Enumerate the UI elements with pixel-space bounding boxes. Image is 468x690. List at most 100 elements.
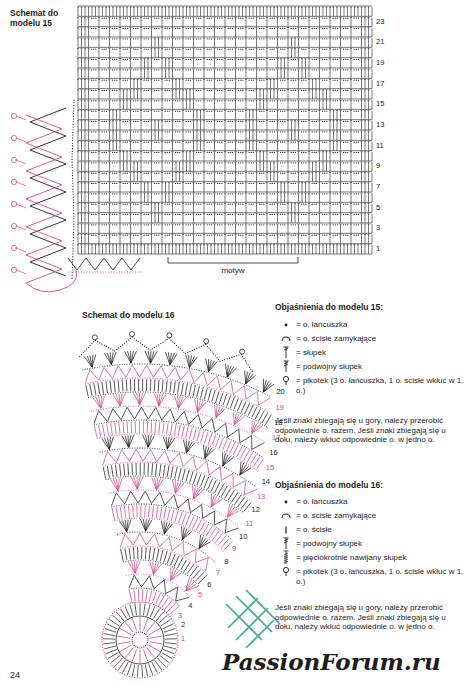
row-base xyxy=(94,420,262,457)
row-base xyxy=(106,476,244,513)
row-number: 1 xyxy=(181,634,185,643)
legend-text: = o. łańcuszka xyxy=(296,497,464,507)
top-arches xyxy=(80,337,254,373)
doily-chart xyxy=(80,332,274,678)
row-number: 17 xyxy=(376,79,384,88)
stitch-symbol xyxy=(285,501,288,504)
row-number: 14 xyxy=(262,477,270,486)
row-base xyxy=(120,546,208,575)
row-number: 11 xyxy=(376,141,384,150)
centre-ring xyxy=(116,616,164,664)
legend-text: = podwójny słupek xyxy=(296,539,464,549)
stitch-grid xyxy=(77,6,372,254)
treble-symbol xyxy=(284,361,289,372)
legend-heading: Objaśnienia do modelu 15: xyxy=(275,302,460,312)
row-number: 19 xyxy=(376,58,384,67)
row-number: 3 xyxy=(376,223,380,232)
row-number: 2 xyxy=(181,620,185,629)
note-text: Jeśli znaki zbiegają się u góry, należy … xyxy=(275,416,463,445)
row-number: 8 xyxy=(224,557,228,566)
chain-symbol xyxy=(285,324,288,327)
row-stitches xyxy=(84,351,274,392)
repeat-label: motyw xyxy=(205,266,261,276)
stitch-symbol xyxy=(283,567,288,576)
row-number: 16 xyxy=(269,448,277,457)
centre-ring xyxy=(102,602,178,678)
repeat-bracket xyxy=(168,257,298,263)
picot-stem xyxy=(17,204,26,208)
row-base xyxy=(118,532,217,564)
centre-ring xyxy=(132,632,148,648)
row-number: 20 xyxy=(276,387,284,396)
picot xyxy=(11,201,16,206)
picot xyxy=(240,349,245,354)
legend-text: = o. łańcuszka xyxy=(296,320,464,330)
row-number: 6 xyxy=(207,580,211,589)
picot-stem xyxy=(286,573,287,576)
legend-text: = pikotek (3 o. łańcuszka, 1 o. ścisłe w… xyxy=(296,567,464,586)
row-stitches xyxy=(85,365,270,405)
row-stitches xyxy=(119,519,210,548)
row-base xyxy=(109,490,238,526)
edging-chain xyxy=(72,100,74,280)
row-number: 9 xyxy=(232,544,236,553)
picot xyxy=(204,339,209,344)
centre-stitches xyxy=(117,617,162,663)
quintuple-treble-symbol xyxy=(284,551,289,564)
row-base xyxy=(115,518,225,552)
row-base xyxy=(88,392,267,427)
picot xyxy=(129,332,134,337)
row-stitches xyxy=(102,435,252,475)
slip-stitch-symbol xyxy=(282,514,290,518)
picot xyxy=(167,333,172,338)
row-number: 5 xyxy=(198,590,202,599)
row-stitches xyxy=(94,407,264,449)
row-number: 13 xyxy=(376,120,384,129)
row-base xyxy=(100,448,254,486)
row-number: 15 xyxy=(376,99,384,108)
centre-stitches xyxy=(103,603,177,677)
row-stitches xyxy=(129,589,178,614)
legend-heading: Objaśnienia do modelu 16: xyxy=(275,480,460,490)
stitch-symbol xyxy=(284,361,289,372)
row-number: 5 xyxy=(376,203,380,212)
row-number: 21 xyxy=(376,37,384,46)
stitch-symbol xyxy=(283,376,288,385)
legend-text: = pikotek (3 o. łańcuszka, 1 o. ścisłe w… xyxy=(296,376,464,395)
row-number: 7 xyxy=(216,568,220,577)
stitch-symbol xyxy=(284,347,289,358)
legend-text: = słupek xyxy=(296,348,464,358)
picot xyxy=(11,267,16,272)
stitch-symbol xyxy=(284,551,289,564)
picot xyxy=(92,335,97,340)
row-number: 4 xyxy=(188,601,192,610)
edging-zigzag xyxy=(26,115,62,283)
legend-text: = o. ścisłe zamykające xyxy=(296,511,464,521)
legend-text: = o. ścisłe xyxy=(296,525,464,535)
green-hatching xyxy=(226,590,280,648)
edging-zigzag xyxy=(30,108,66,276)
row-number: 23 xyxy=(376,17,384,26)
picot xyxy=(11,179,16,184)
picot-stem xyxy=(286,382,287,385)
stitch-symbol xyxy=(282,337,290,341)
stitch-symbol xyxy=(284,538,289,549)
picot-stem xyxy=(17,116,26,120)
row-base xyxy=(83,364,270,396)
edging-triangles xyxy=(68,258,140,270)
row-stitches xyxy=(129,575,189,601)
single-crochet-symbol xyxy=(285,527,286,534)
filet-chart xyxy=(11,6,372,292)
watermark: PassionForum.ru xyxy=(222,648,441,676)
row-number: 10 xyxy=(239,532,247,541)
row-base xyxy=(103,462,249,500)
row-number: 9 xyxy=(376,161,380,170)
picot-stem xyxy=(17,182,26,186)
picot-symbol xyxy=(283,376,288,381)
chart-title: Schemat do modelu 15 xyxy=(10,8,74,28)
picot-stem xyxy=(17,270,26,274)
legend-symbols xyxy=(282,324,290,576)
row-number: 1 xyxy=(376,244,380,253)
